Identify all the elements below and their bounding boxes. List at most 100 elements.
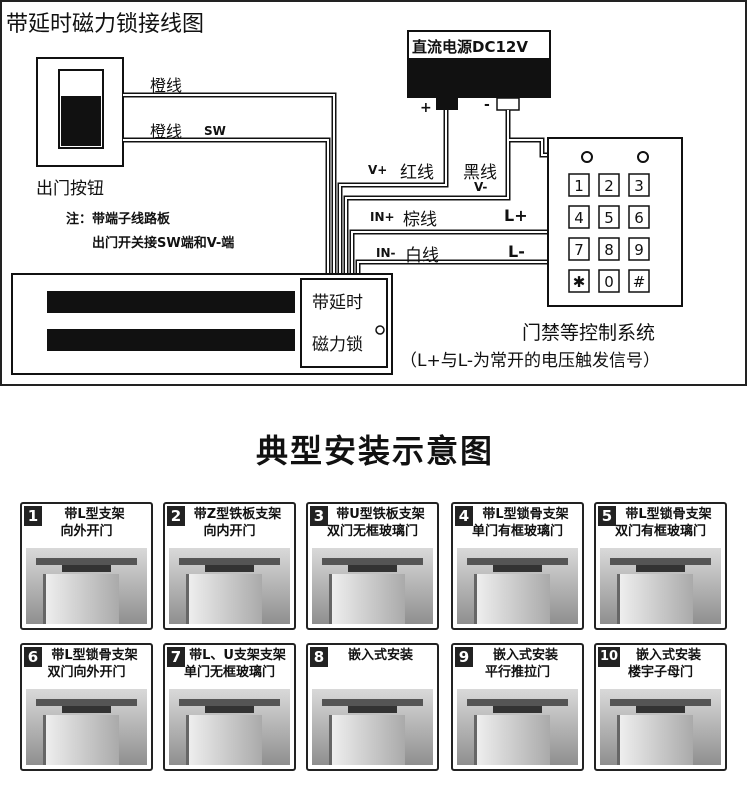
install-caption-line-1: 带L型锁骨支架: [625, 507, 712, 522]
keypad-key-label: 9: [634, 241, 644, 259]
black-wire-label: 黑线: [463, 163, 497, 183]
install-photo: [312, 548, 433, 624]
install-photo: [169, 548, 290, 624]
lock-indicator-dot: [375, 325, 385, 335]
install-caption-line-1: 带L型锁骨支架: [51, 648, 138, 663]
install-caption-line-1: 嵌入式安装: [492, 648, 558, 663]
magnetic-lock-bar-top: [47, 291, 295, 313]
keypad-key-frame: [628, 205, 650, 229]
keypad-key-frame: [568, 205, 590, 229]
install-caption-line-1: 带L、U支架支架: [189, 648, 286, 663]
door-frame-shape: [321, 699, 424, 706]
keypad-key-label: 2: [604, 177, 614, 195]
door-panel-shape: [616, 715, 693, 765]
brown-wire-label: 棕线: [403, 210, 437, 230]
install-caption: 带L型锁骨支架双门有框玻璃门: [596, 506, 725, 540]
door-frame-shape: [35, 558, 138, 565]
lock-shape: [348, 565, 397, 572]
install-caption-line-2: 双门无框玻璃门: [326, 524, 418, 539]
lock-delay-board: [300, 278, 388, 368]
lock-shape: [62, 706, 111, 713]
keypad-key-label: 8: [604, 241, 614, 259]
wires: [123, 92, 562, 276]
keypad-key-label: 7: [574, 241, 584, 259]
install-caption: 嵌入式安装: [308, 647, 437, 664]
keypad-key-frame: [628, 269, 650, 293]
v-minus-label: V-: [474, 180, 488, 194]
install-caption-line-2: 单门无框玻璃门: [183, 665, 275, 680]
install-caption-line-2: 平行推拉门: [484, 665, 550, 680]
keypad-led-left: [581, 151, 593, 163]
install-number-badge: 10: [598, 647, 620, 667]
orange-wire-label: 橙线: [150, 76, 183, 95]
white-wire-label: 白线: [405, 246, 439, 266]
install-caption-line-1: 带U型铁板支架: [336, 507, 425, 522]
v-plus-label: V+: [368, 163, 388, 177]
note-line-2: 出门开关接SW端和V-端: [92, 236, 235, 251]
install-number-badge: 2: [167, 506, 185, 526]
orange-wire-sw-label: 橙线: [150, 122, 183, 141]
keypad-key-frame: [568, 269, 590, 293]
keypad-key-label: 5: [604, 209, 614, 227]
install-caption: 带Z型铁板支架向内开门: [165, 506, 294, 540]
door-frame-shape: [609, 558, 712, 565]
door-panel-shape: [42, 574, 119, 624]
install-caption-line-1: 带L型支架: [64, 507, 125, 522]
door-frame-shape: [466, 699, 569, 706]
install-number-badge: 7: [167, 647, 185, 667]
install-caption: 带U型铁板支架双门无框玻璃门: [308, 506, 437, 540]
install-caption: 带L型锁骨支架单门有框玻璃门: [453, 506, 582, 540]
keypad-led-right: [637, 151, 649, 163]
install-caption: 嵌入式安装楼宇子母门: [596, 647, 725, 681]
keypad-key-label: 0: [604, 273, 614, 291]
install-photo: [26, 689, 147, 765]
keypad-key-label: 6: [634, 209, 644, 227]
install-photo: [600, 689, 721, 765]
install-number-badge: 3: [310, 506, 328, 526]
magnetic-lock-bar-bottom: [47, 329, 295, 351]
install-title: 典型安装示意图: [255, 432, 494, 470]
keypad-key-label: 1: [574, 177, 584, 195]
door-frame-shape: [466, 558, 569, 565]
door-panel-shape: [185, 574, 262, 624]
install-caption-line-2: 向内开门: [203, 524, 256, 539]
keypad-key-frame: [628, 173, 650, 197]
install-number-badge: 5: [598, 506, 616, 526]
keypad-key-label: 4: [574, 209, 584, 227]
lock-shape: [62, 565, 111, 572]
install-caption-line-2: 向外开门: [60, 524, 113, 539]
lock-shape: [205, 565, 254, 572]
install-photo: [169, 689, 290, 765]
sw-label: SW: [204, 124, 226, 138]
install-number-badge: 4: [455, 506, 473, 526]
door-frame-shape: [178, 558, 281, 565]
install-photo: [312, 689, 433, 765]
install-number-badge: 1: [24, 506, 42, 526]
install-number-badge: 8: [310, 647, 328, 667]
door-panel-shape: [616, 574, 693, 624]
lock-shape: [205, 706, 254, 713]
lock-shape: [493, 706, 542, 713]
in-minus-label: IN-: [376, 246, 396, 260]
keypad-key-frame: [598, 237, 620, 261]
in-plus-label: IN+: [370, 210, 395, 224]
install-caption-line-1: 嵌入式安装: [635, 648, 701, 663]
l-plus-label: L+: [504, 206, 528, 225]
install-caption: 嵌入式安装平行推拉门: [453, 647, 582, 681]
power-minus-terminal: [496, 97, 520, 111]
install-caption-line-1: 带Z型铁板支架: [193, 507, 282, 522]
door-panel-shape: [473, 574, 550, 624]
exit-button-key: [61, 96, 101, 146]
door-panel-shape: [473, 715, 550, 765]
power-plus-terminal: [436, 98, 458, 110]
install-caption: 带L型支架向外开门: [22, 506, 151, 540]
lock-shape: [493, 565, 542, 572]
